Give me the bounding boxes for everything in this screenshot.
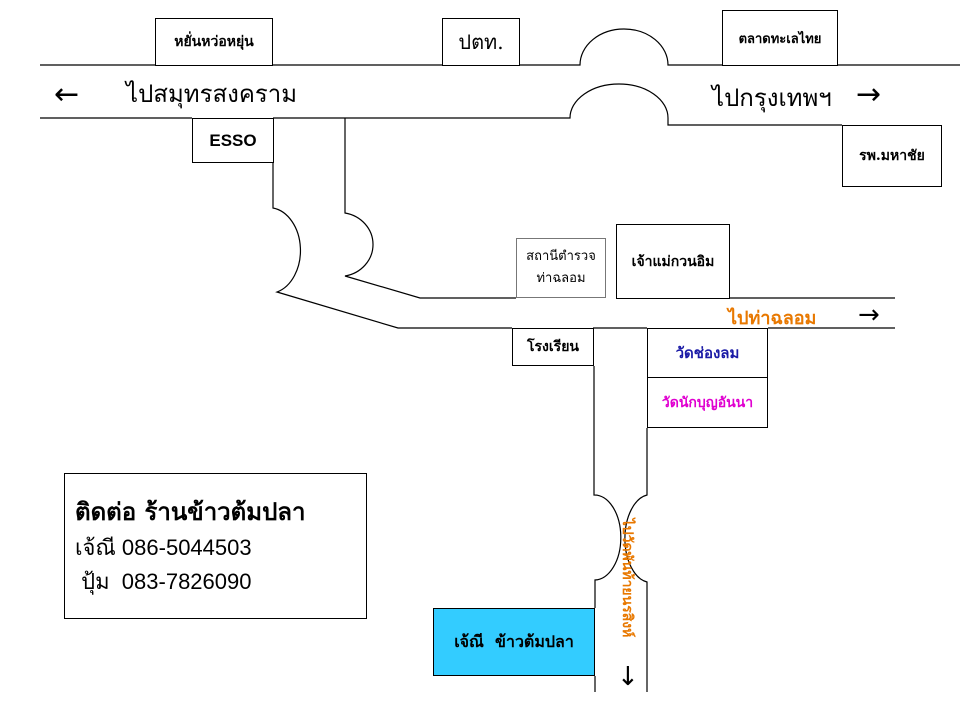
direction-wat-phanthai: ไปวัดพันท้ายนรสิงห์ [619,518,635,638]
branch-road-east-edge [344,118,516,299]
landmark-wat-chonglom: วัดช่องลม [647,328,768,378]
east-arrow-icon: → [856,77,882,112]
destination-restaurant: เจ้ณี ข้าวต้มปลา [433,608,595,676]
direction-bangkok: ไปกรุงเทพฯ [712,84,832,112]
east-arrow-tha-chalom-icon: → [858,300,880,330]
police-station-line-2: ท่าฉลอม [536,271,586,286]
south-road-west-edge [593,366,622,608]
highway-north-edge [40,28,960,66]
landmark-esso: ESSO [192,118,274,163]
south-road-east-edge [624,428,648,692]
branch-road-west-edge [272,162,512,329]
landmark-police-station: สถานีตำรวจ ท่าฉลอม [516,238,606,298]
landmark-wat-naboon: วัดนักบุญอันนา [647,377,768,428]
contact-heading: ติดต่อ ร้านข้าวต้มปลา [75,498,306,526]
landmark-yuenwo: หยั่นหว่อหยุ่น [155,18,273,66]
landmark-school: โรงเรียน [512,328,594,366]
direction-samut-songkhram: ไปสมุทรสงคราม [126,80,298,108]
contact-info-box: ติดต่อ ร้านข้าวต้มปลา เจ้ณี 086-5044503 … [64,473,367,619]
south-arrow-icon: ↓ [617,662,639,692]
contact-phone-pum: ปุ้ม 083-7826090 [75,569,252,594]
landmark-seafood-market: ตลาดทะเลไทย [722,10,838,66]
west-arrow-icon: ← [54,77,80,112]
landmark-ptt: ปตท. [442,18,520,66]
contact-phone-jeni: เจ้ณี 086-5044503 [75,535,252,560]
landmark-guanyin-shrine: เจ้าแม่กวนอิม [616,224,730,299]
police-station-line-1: สถานีตำรวจ [526,249,596,264]
landmark-hospital: รพ.มหาชัย [842,125,942,187]
highway-south-edge [40,83,842,126]
direction-tha-chalom: ไปท่าฉลอม [728,308,817,329]
